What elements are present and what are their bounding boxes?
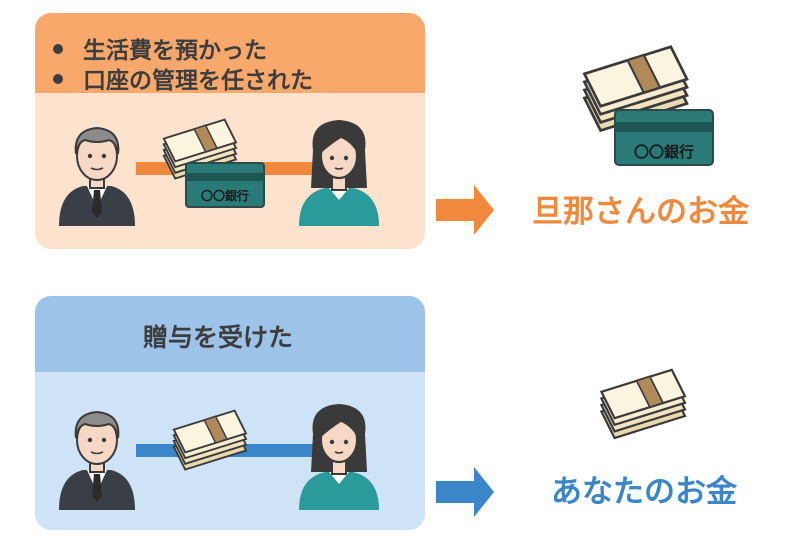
card-text: 〇〇銀行 bbox=[201, 188, 249, 203]
result-bankbook-icon: 〇〇銀行 bbox=[614, 109, 714, 166]
result-label-husband-money: 旦那さんのお金 bbox=[532, 194, 749, 230]
bullet-dot-icon bbox=[53, 43, 63, 54]
scenario-header-gift bbox=[35, 296, 425, 372]
scenario-header-entrusted bbox=[35, 13, 425, 93]
result-card-text: 〇〇銀行 bbox=[634, 143, 694, 161]
result-money-icon bbox=[600, 368, 687, 440]
result-arrow-shaft bbox=[436, 481, 474, 503]
bullet-item: 生活費を預かった bbox=[53, 31, 267, 65]
bullet-item: 口座の管理を任された bbox=[53, 61, 313, 95]
bullet-text: 生活費を預かった bbox=[83, 38, 267, 64]
husband-icon bbox=[58, 127, 136, 227]
scenario-header-text: 贈与を受けた bbox=[143, 323, 294, 352]
bullet-dot-icon bbox=[53, 73, 63, 84]
husband-icon bbox=[58, 411, 136, 511]
result-arrow-head bbox=[474, 467, 494, 517]
money-stack-icon bbox=[172, 409, 247, 471]
result-arrow-head bbox=[474, 185, 494, 235]
result-label-your-money: あなたのお金 bbox=[551, 474, 737, 510]
bankbook-card-icon: 〇〇銀行 bbox=[185, 162, 265, 208]
result-arrow-shaft bbox=[436, 199, 474, 221]
bullet-text: 口座の管理を任された bbox=[83, 68, 313, 94]
